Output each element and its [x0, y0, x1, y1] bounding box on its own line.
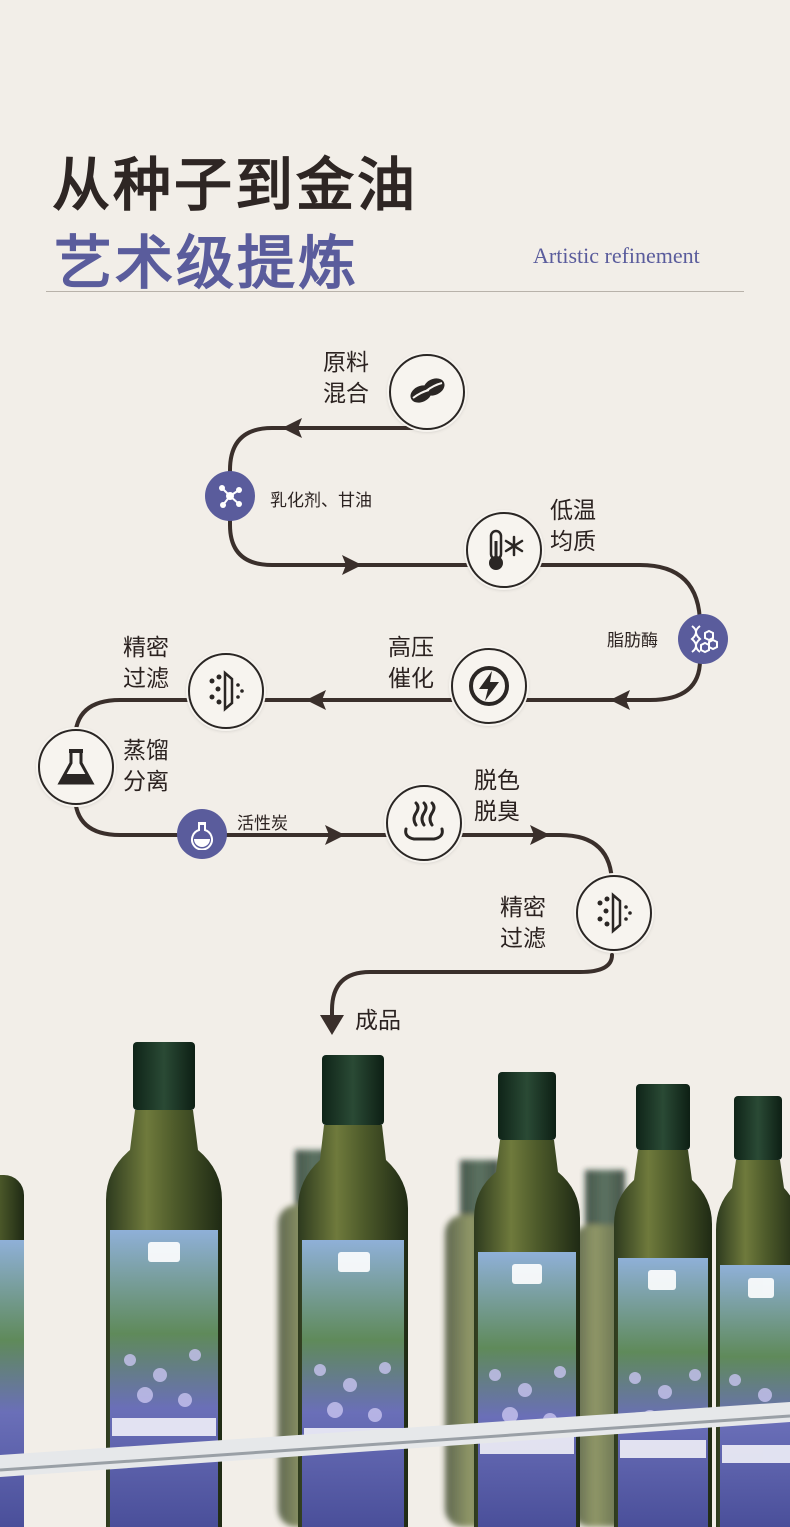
step-label-raw-mix: 原料混合: [323, 350, 369, 407]
step-label-deodorize: 脱色脱臭: [474, 768, 520, 825]
page-subtitle: Artistic refinement: [533, 243, 700, 268]
step-node-fine-filter-2: [576, 875, 652, 951]
additive-label-emulsifier: 乳化剂、甘油: [270, 491, 372, 511]
bottle-3: [474, 1072, 580, 1527]
header-divider: [46, 291, 744, 292]
step-label-low-temp: 低温均质: [550, 498, 596, 555]
additive-badge-emulsifier: [205, 471, 255, 521]
step-node-distillation: [38, 729, 114, 805]
flask-icon: [57, 749, 95, 785]
coffee-beans-icon: [410, 378, 445, 403]
bottle-5: [716, 1096, 790, 1527]
step-node-fine-filter-1: [188, 653, 264, 729]
round-flask-icon: [191, 822, 213, 850]
bottle-4: [614, 1084, 712, 1527]
step-node-low-temp: [466, 512, 542, 588]
flow-path: [73, 418, 702, 1035]
step-label-fine-filter-1: 精密过滤: [123, 635, 169, 692]
page-title-line1: 从种子到金油: [52, 151, 419, 219]
step-node-raw-mix: [389, 354, 465, 430]
page-title-line2: 艺术级提炼: [54, 229, 360, 297]
filter-icon: [597, 892, 632, 934]
dna-icon: [690, 625, 718, 654]
molecule-icon: [219, 485, 242, 508]
additive-badge-lipase: [678, 614, 728, 664]
final-product-label: 成品: [355, 1008, 401, 1034]
thermometer-snowflake-icon: [489, 529, 524, 570]
step-label-high-pressure: 高压催化: [388, 635, 434, 692]
process-flow: 原料混合 乳化剂、甘油 低温均质: [0, 320, 790, 1050]
bottle-2: [298, 1055, 408, 1527]
additive-badge-charcoal: [177, 809, 227, 859]
step-node-deodorize: [386, 785, 462, 861]
step-label-distillation: 蒸馏分离: [123, 738, 169, 795]
step-label-fine-filter-2: 精密过滤: [500, 895, 546, 952]
lightning-icon: [469, 666, 509, 706]
bottles-illustration: [0, 1042, 790, 1527]
additive-label-charcoal: 活性炭: [237, 814, 288, 834]
step-node-high-pressure: [451, 648, 527, 724]
filter-icon: [209, 670, 244, 712]
bottle-lineup: [0, 1030, 790, 1527]
additive-label-lipase: 脂肪酶: [607, 631, 658, 651]
steam-icon: [404, 801, 444, 841]
